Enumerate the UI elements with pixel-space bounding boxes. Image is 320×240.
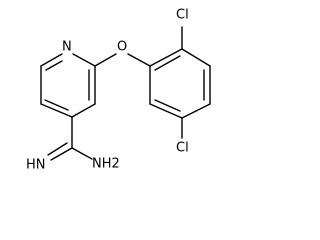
bond-c4-c5-inner [44, 99, 69, 111]
chemical-structure: N O Cl Cl HN NH2 [26, 8, 211, 173]
bond-c5-c6prime-inner [154, 99, 181, 112]
chlorine-bottom-label: Cl [176, 141, 189, 156]
nitrogen-ring-label: N [62, 40, 72, 55]
chlorine-top-label: Cl [176, 8, 189, 23]
bond-c4-c5prime [181, 103, 211, 119]
bond-c6-n-inner [45, 60, 63, 71]
bond-c-imine-1 [50, 147, 73, 161]
ether-linkage [94, 53, 151, 67]
bond-c-amine [71, 147, 93, 160]
bond-c-imine-2 [47, 142, 68, 156]
bond-c2-c3prime [181, 48, 211, 67]
bond-c6-n [40, 53, 63, 67]
oxygen-ether-label: O [117, 40, 127, 55]
bond-c1-c2prime-inner [154, 55, 181, 71]
bond-o-c1prime [127, 53, 151, 67]
amine-nh2-label: NH2 [92, 157, 120, 172]
bond-c4-c5 [40, 103, 73, 118]
bond-c3-c4 [71, 103, 96, 118]
bond-n-c2 [72, 53, 96, 67]
bond-c1-c2prime [149, 48, 183, 67]
bond-c5-c6prime [149, 103, 183, 119]
imine-nh-label: HN [26, 158, 46, 173]
amidine-group [47, 116, 93, 161]
pyridine-ring [40, 53, 96, 118]
dichlorophenyl-ring [149, 26, 211, 139]
bond-c2-o [94, 53, 117, 67]
